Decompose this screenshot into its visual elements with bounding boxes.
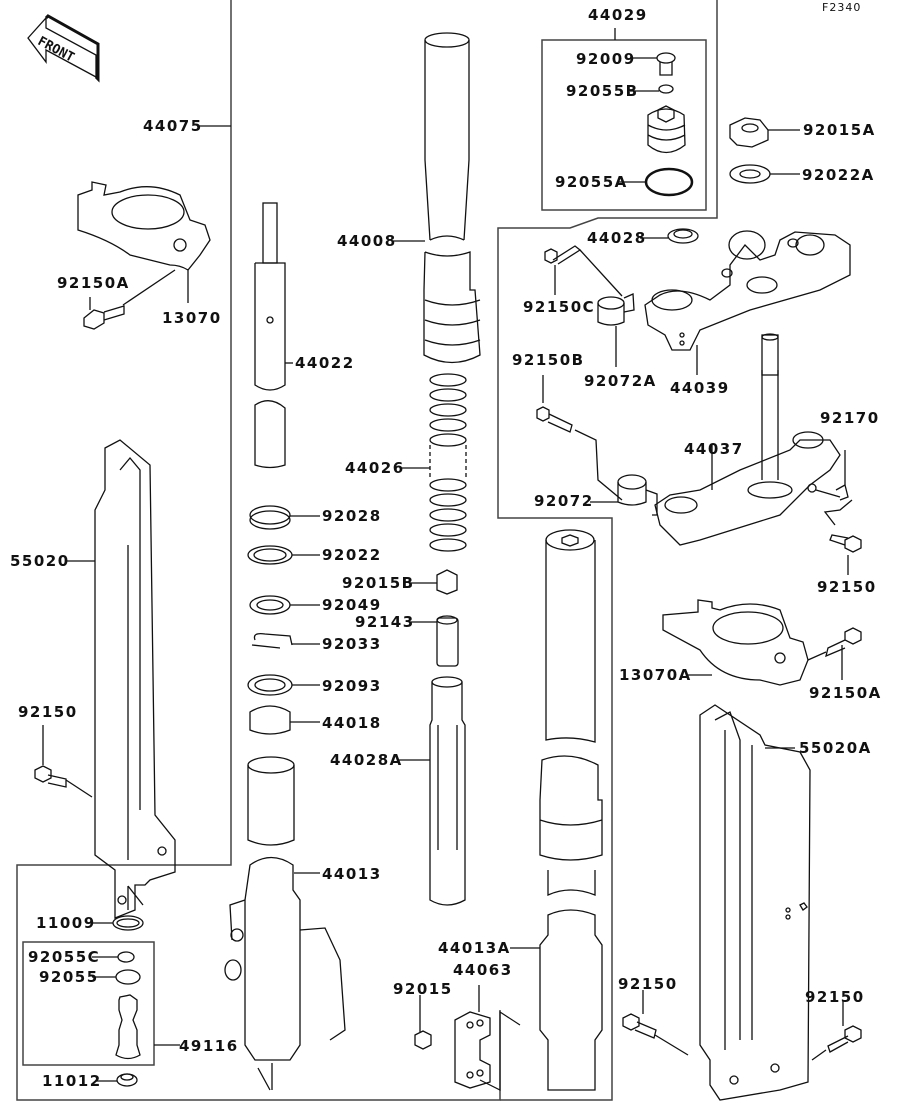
inner-tube-44013A-drawing bbox=[510, 529, 603, 1091]
bolt-92150C-drawing bbox=[544, 245, 635, 367]
lower-leg-44013-drawing bbox=[224, 756, 346, 1091]
part-label-92143[interactable]: 92143 bbox=[355, 613, 415, 631]
fork-clamp-13070A-drawing bbox=[662, 599, 862, 686]
part-label-92028[interactable]: 92028 bbox=[322, 507, 382, 525]
part-label-44063[interactable]: 44063 bbox=[453, 961, 513, 979]
part-label-44028A[interactable]: 44028A bbox=[330, 751, 403, 769]
fork-guard-55020-drawing bbox=[34, 439, 176, 919]
front-arrow-icon bbox=[27, 14, 100, 83]
part-label-92055A[interactable]: 92055A bbox=[555, 173, 628, 191]
valve-49116-drawing bbox=[92, 885, 180, 1087]
nut-washer-drawing bbox=[729, 117, 800, 184]
part-label-92015A[interactable]: 92015A bbox=[803, 121, 876, 139]
part-label-92022[interactable]: 92022 bbox=[322, 546, 382, 564]
part-label-92009[interactable]: 92009 bbox=[576, 50, 636, 68]
part-label-92033[interactable]: 92033 bbox=[322, 635, 382, 653]
part-label-92055B[interactable]: 92055B bbox=[566, 82, 639, 100]
part-label-92093[interactable]: 92093 bbox=[322, 677, 382, 695]
bolts-92150-bottom-right-drawing bbox=[622, 990, 862, 1061]
part-label-44037[interactable]: 44037 bbox=[684, 440, 744, 458]
part-label-92150-left[interactable]: 92150 bbox=[18, 703, 78, 721]
part-label-44018[interactable]: 44018 bbox=[322, 714, 382, 732]
part-label-44008[interactable]: 44008 bbox=[337, 232, 397, 250]
part-label-92072A[interactable]: 92072A bbox=[584, 372, 657, 390]
part-label-92015B[interactable]: 92015B bbox=[342, 574, 415, 592]
cylinder-44022-drawing bbox=[254, 202, 293, 469]
part-label-44029[interactable]: 44029 bbox=[588, 6, 648, 24]
cap-bolt-44029-drawing bbox=[614, 28, 699, 244]
upper-triple-clamp-44039-drawing bbox=[644, 230, 851, 375]
part-label-92150-bottom-2[interactable]: 92150 bbox=[805, 988, 865, 1006]
part-label-92150A[interactable]: 92150A bbox=[57, 274, 130, 292]
seal-rings-drawing bbox=[247, 505, 320, 735]
fork-guard-55020A-drawing bbox=[699, 704, 811, 1101]
spring-44026-drawing bbox=[402, 373, 467, 552]
part-label-92150-right[interactable]: 92150 bbox=[817, 578, 877, 596]
part-label-92055C[interactable]: 92055C bbox=[28, 948, 101, 966]
part-label-44022[interactable]: 44022 bbox=[295, 354, 355, 372]
axle-clamp-44063-drawing bbox=[414, 985, 491, 1089]
part-label-55020[interactable]: 55020 bbox=[10, 552, 70, 570]
part-label-49116[interactable]: 49116 bbox=[179, 1037, 239, 1055]
lower-triple-clamp-44037-drawing bbox=[654, 333, 862, 575]
part-label-55020A[interactable]: 55020A bbox=[799, 739, 872, 757]
bolt-92150B-drawing bbox=[536, 375, 658, 516]
part-label-44013[interactable]: 44013 bbox=[322, 865, 382, 883]
part-label-92150A-right[interactable]: 92150A bbox=[809, 684, 882, 702]
part-label-92022A[interactable]: 92022A bbox=[802, 166, 875, 184]
part-label-92015[interactable]: 92015 bbox=[393, 980, 453, 998]
center-small-parts-drawing bbox=[398, 569, 466, 906]
figure-code: F2340 bbox=[822, 1, 862, 14]
part-label-92150B[interactable]: 92150B bbox=[512, 351, 585, 369]
part-label-92049[interactable]: 92049 bbox=[322, 596, 382, 614]
part-label-44028[interactable]: 44028 bbox=[587, 229, 647, 247]
part-label-92055[interactable]: 92055 bbox=[39, 968, 99, 986]
part-label-44039[interactable]: 44039 bbox=[670, 379, 730, 397]
fork-clamp-13070-drawing bbox=[77, 181, 211, 330]
part-label-11012[interactable]: 11012 bbox=[42, 1072, 102, 1090]
part-label-44075[interactable]: 44075 bbox=[143, 117, 203, 135]
outer-tube-44008-drawing bbox=[393, 32, 481, 364]
part-label-92072[interactable]: 92072 bbox=[534, 492, 594, 510]
part-label-92170[interactable]: 92170 bbox=[820, 409, 880, 427]
part-label-44013A[interactable]: 44013A bbox=[438, 939, 511, 957]
part-label-13070[interactable]: 13070 bbox=[162, 309, 222, 327]
part-label-11009[interactable]: 11009 bbox=[36, 914, 96, 932]
part-label-44026[interactable]: 44026 bbox=[345, 459, 405, 477]
part-label-13070A[interactable]: 13070A bbox=[619, 666, 692, 684]
part-label-92150C[interactable]: 92150C bbox=[523, 298, 596, 316]
part-label-92150-bottom-1[interactable]: 92150 bbox=[618, 975, 678, 993]
